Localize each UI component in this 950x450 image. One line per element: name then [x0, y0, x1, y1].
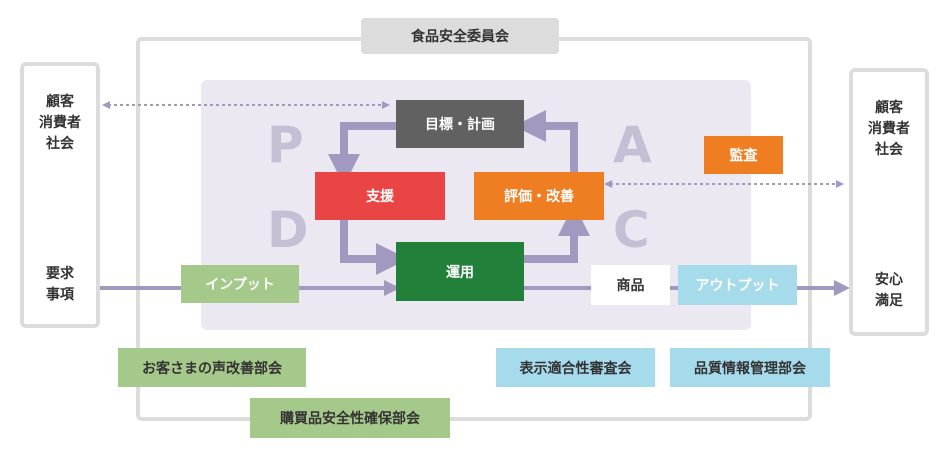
committee-label: 食品安全委員会	[361, 18, 559, 54]
quality-info-subcommittee: 品質情報管理部会	[670, 348, 830, 387]
evaluation-to-plan-arrow	[514, 110, 578, 172]
pdca-letter-a: A	[613, 116, 652, 174]
operation-to-evaluation-arrow	[524, 204, 590, 263]
pdca-letter-d: D	[267, 201, 309, 259]
evaluation-improvement-node: 評価・改善	[474, 172, 604, 220]
left-customer-panel	[20, 62, 100, 328]
support-to-operation-arrow	[340, 220, 408, 275]
input-node: インプット	[181, 265, 299, 303]
customer-voice-subcommittee: お客さまの声改善部会	[118, 348, 306, 387]
support-node: 支援	[315, 172, 445, 220]
pdca-letter-p: P	[267, 116, 304, 174]
right-customer-panel	[849, 68, 929, 336]
labeling-review-subcommittee: 表示適合性審査会	[496, 348, 655, 387]
output-node: アウトプット	[678, 265, 797, 305]
product-node: 商品	[591, 265, 670, 305]
operation-node: 運用	[396, 242, 524, 301]
requirements-label: 要求 事項	[46, 266, 74, 303]
purchased-goods-safety-subcommittee: 購買品安全性確保部会	[250, 398, 450, 438]
satisfaction-label: 安心 満足	[875, 272, 903, 309]
goal-plan-node: 目標・計画	[396, 100, 524, 148]
audit-node: 監査	[704, 136, 783, 174]
plan-to-support-arrow	[328, 122, 396, 186]
right-customer-label: 顧客 消費者 社会	[868, 100, 910, 158]
pdca-letter-c: C	[613, 201, 650, 259]
left-customer-label: 顧客 消費者 社会	[39, 94, 81, 152]
